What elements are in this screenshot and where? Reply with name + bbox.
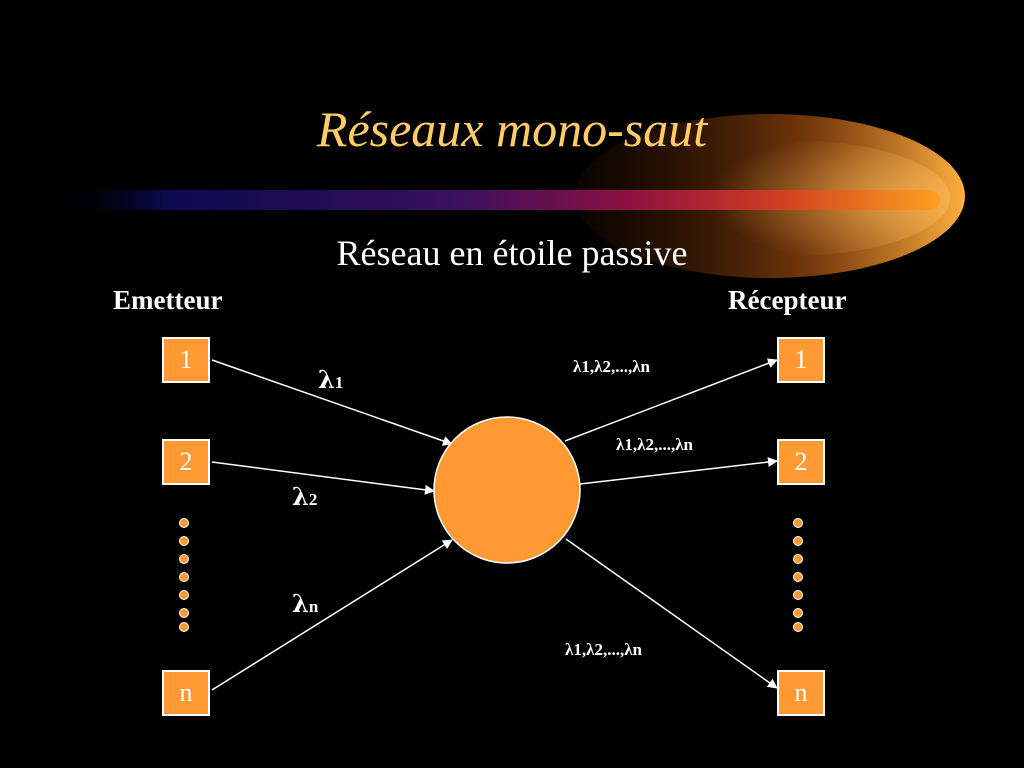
slide-subtitle: Réseau en étoile passive	[336, 233, 688, 273]
lambda-symbol: λ	[292, 589, 309, 618]
slide-title: Réseaux mono-saut	[316, 101, 708, 157]
link-receiver-1	[564, 358, 778, 442]
lambda-symbol: λ	[318, 365, 335, 394]
link-emitter-n	[211, 539, 453, 691]
receiver-node-1: 1	[777, 337, 825, 383]
emitter-ellipsis-dots	[179, 518, 189, 632]
wavelength-label-in-1: λ1	[318, 365, 343, 394]
banner-bar	[60, 190, 940, 210]
wavelength-label-in-n: λn	[292, 589, 318, 618]
lambda-subscript: 1	[334, 373, 344, 392]
link-receiver-2	[579, 457, 778, 485]
wavelength-label-out-2: λ1,λ2,...,λn	[616, 435, 694, 454]
receiver-node-n: n	[777, 670, 825, 716]
wavelength-label-out-1: λ1,λ2,...,λn	[573, 357, 651, 376]
link-emitter-1	[211, 359, 453, 446]
emitter-node-2: 2	[162, 439, 210, 485]
star-coupler	[433, 416, 581, 564]
receiver-ellipsis-dots	[793, 518, 803, 632]
receiver-heading: Récepteur	[728, 285, 847, 315]
receiver-node-2: 2	[777, 439, 825, 485]
lambda-subscript: 2	[308, 490, 318, 509]
emitter-node-n: n	[162, 670, 210, 716]
wavelength-label-in-2: λ2	[292, 482, 317, 511]
wavelength-label-out-n: λ1,λ2,...,λn	[565, 640, 643, 659]
emitter-heading: Emetteur	[113, 285, 223, 315]
emitter-node-1: 1	[162, 337, 210, 383]
link-emitter-2	[211, 461, 435, 495]
lambda-symbol: λ	[292, 482, 309, 511]
lambda-subscript: n	[308, 597, 319, 616]
link-receiver-n	[565, 538, 778, 689]
